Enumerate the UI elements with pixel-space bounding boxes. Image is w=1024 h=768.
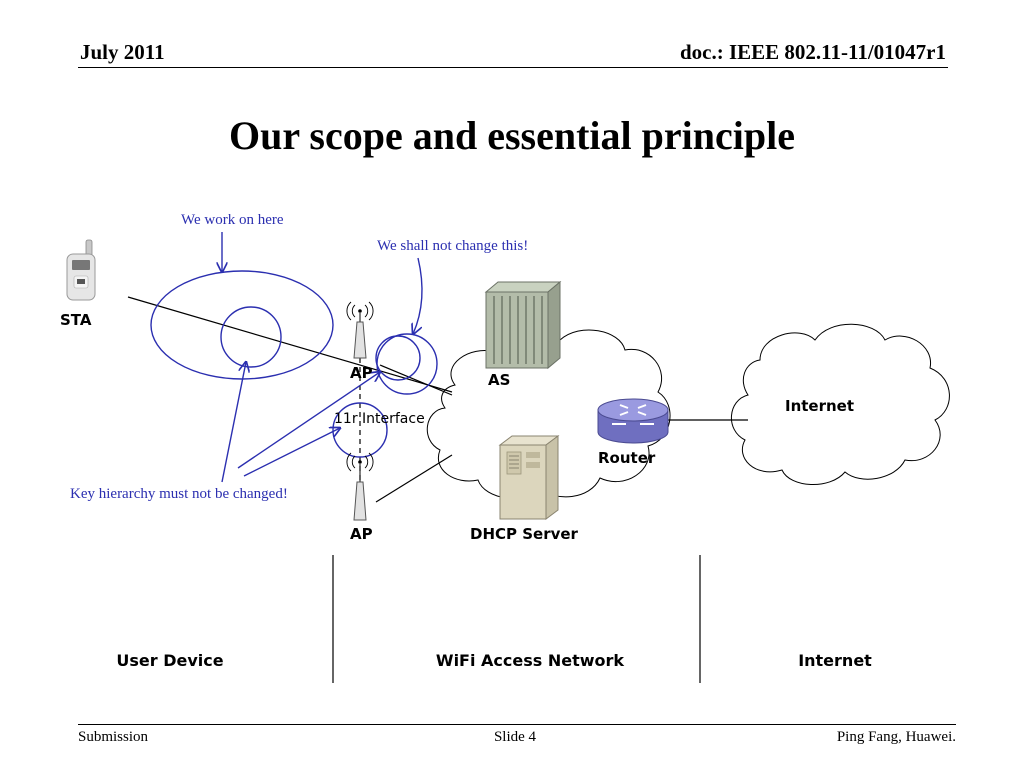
zone-wifi-access-network: WiFi Access Network bbox=[435, 651, 625, 670]
footer-rule bbox=[78, 724, 956, 725]
router-label: Router bbox=[598, 449, 656, 467]
ap-bottom-label: AP bbox=[350, 525, 373, 543]
dhcp-server-label: DHCP Server bbox=[470, 525, 578, 543]
footer-submission: Submission bbox=[78, 729, 149, 745]
slide-title: Our scope and essential principle bbox=[229, 113, 795, 158]
sta-label: STA bbox=[60, 311, 92, 329]
zone-internet: Internet bbox=[798, 651, 872, 670]
header-doc-id: doc.: IEEE 802.11-11/01047r1 bbox=[679, 40, 946, 64]
internet-cloud bbox=[730, 323, 950, 485]
no-change-note: We shall not change this! bbox=[377, 238, 529, 254]
key-hierarchy-note: Key hierarchy must not be changed! bbox=[70, 486, 288, 502]
interface-label: 11r Interface bbox=[334, 411, 425, 427]
rack-server-icon bbox=[484, 280, 562, 370]
phone-icon bbox=[66, 239, 96, 301]
internet-cloud-label: Internet bbox=[785, 397, 855, 415]
tower-server-icon bbox=[498, 435, 560, 520]
footer-slide-number: Slide 4 bbox=[493, 729, 537, 745]
router-icon bbox=[597, 398, 669, 444]
zone-user-device: User Device bbox=[116, 651, 224, 670]
as-label: AS bbox=[488, 371, 511, 389]
work-here-note: We work on here bbox=[181, 212, 284, 228]
access-point-icon bbox=[346, 301, 374, 359]
footer-author: Ping Fang, Huawei. bbox=[836, 729, 956, 745]
access-point-icon bbox=[346, 452, 374, 521]
header-date: July 2011 bbox=[80, 40, 165, 64]
ap-top-label: AP bbox=[350, 364, 373, 382]
header-rule bbox=[78, 67, 948, 68]
